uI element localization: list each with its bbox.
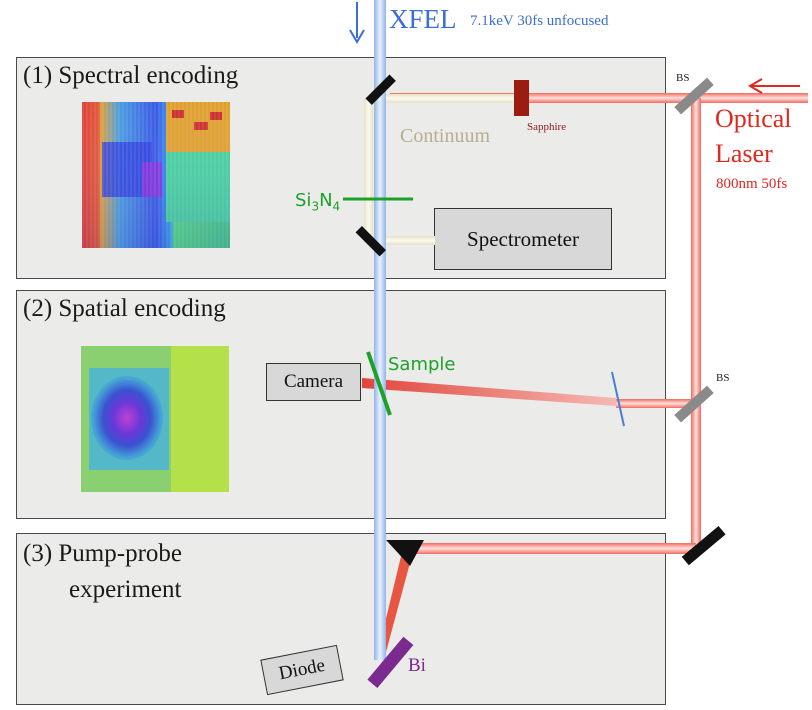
mirror-pump	[386, 540, 424, 566]
optical-laser-params: 800nm 50fs	[716, 176, 788, 192]
spectrometer-box: Spectrometer	[434, 208, 612, 270]
sample-plate	[366, 351, 392, 416]
mirror-bottom-right	[681, 525, 726, 566]
sapphire-crystal	[514, 80, 529, 116]
laser-beam-vertical	[691, 98, 701, 549]
probe-lens	[611, 371, 625, 427]
continuum-beam-left	[364, 98, 373, 243]
xfel-label: XFEL	[389, 4, 457, 34]
laser-arrow-head	[748, 78, 763, 94]
bi-sample	[367, 636, 414, 688]
camera-box: Camera	[266, 363, 361, 401]
beam-splitter-top	[674, 77, 714, 115]
spatial-encoding-title: (2) Spatial encoding	[23, 295, 226, 322]
probe-beam-to-camera	[362, 378, 616, 406]
spatial-encoding-image	[81, 346, 229, 492]
spectral-encoding-image	[82, 102, 230, 248]
beam-splitter-mid	[674, 385, 714, 423]
si3n4-text: Si3N4	[295, 190, 341, 214]
spectral-encoding-title: (1) Spectral encoding	[23, 62, 239, 89]
bi-label: Bi	[408, 655, 426, 676]
continuum-beam-top	[380, 94, 520, 103]
bs-mid-label: BS	[716, 372, 730, 384]
laser-beam-mid	[616, 399, 696, 408]
sample-label: Sample	[388, 354, 456, 375]
continuum-beam-bottom	[373, 236, 435, 245]
si3n4-label: Si3N4	[295, 190, 340, 214]
xfel-beam	[374, 0, 386, 660]
laser-beam-top	[390, 93, 808, 103]
optical-laser-label-line2: Laser	[715, 139, 773, 168]
xfel-arrow-head	[349, 29, 365, 44]
xfel-params: 7.1keV 30fs unfocused	[470, 13, 609, 29]
continuum-label: Continuum	[400, 125, 491, 147]
pump-beam-to-sample	[378, 548, 414, 652]
sapphire-label: Sapphire	[527, 121, 567, 133]
optical-laser-label-line1: Optical	[715, 104, 792, 133]
mirror-top-left	[365, 74, 396, 105]
mirror-bottom-left	[355, 226, 386, 257]
pump-probe-title-line2: experiment	[69, 576, 182, 603]
laser-beam-bottom	[403, 543, 696, 554]
bs-top-label: BS	[676, 72, 690, 84]
pump-probe-title-line1: (3) Pump-probe	[23, 540, 182, 567]
spatial-encoding-panel: (2) Spatial encoding	[16, 290, 666, 519]
